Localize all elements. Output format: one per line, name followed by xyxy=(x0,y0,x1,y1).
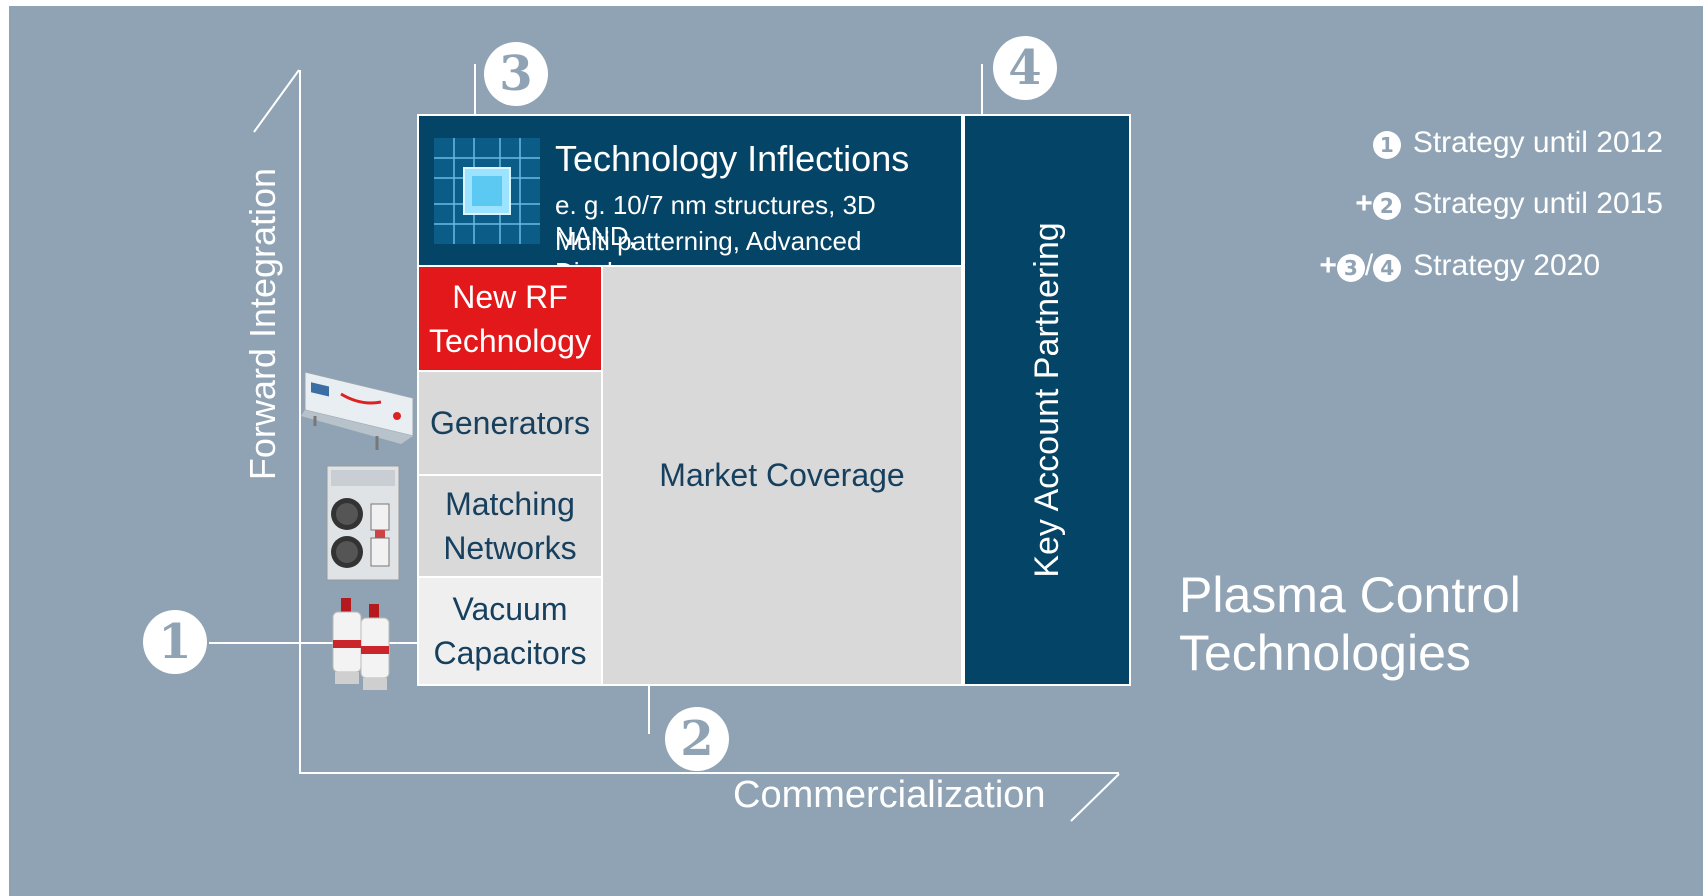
vacuum-capacitors-cell: Vacuum Capacitors xyxy=(419,578,601,684)
legend-badge-2: 2 xyxy=(1372,192,1401,220)
axis-arrow-heads xyxy=(253,69,1120,822)
legend-row-1: 1 Strategy until 2012 xyxy=(1372,126,1663,160)
marker-3: 3 xyxy=(484,42,548,106)
matching-line1: Matching xyxy=(445,486,575,522)
new-rf-line1: New RF xyxy=(452,278,568,315)
legend-row-2: +2 Strategy until 2015 xyxy=(1355,187,1663,221)
market-coverage-cell: Market Coverage xyxy=(603,267,961,684)
vacuum-capacitor-icon xyxy=(332,598,390,690)
marker-3-connector xyxy=(474,64,476,116)
legend-row3-prefix: + xyxy=(1319,249,1337,282)
marker-2: 2 xyxy=(665,707,729,771)
new-rf-technology-cell: New RF Technology xyxy=(419,267,601,370)
generators-cell: Generators xyxy=(419,372,601,474)
marker-1-connector xyxy=(209,642,417,644)
generator-rack-icon xyxy=(301,371,414,450)
slide-background: Forward Integration Commercialization 3 … xyxy=(9,6,1703,896)
legend-row1-badges: 1 xyxy=(1372,126,1401,160)
technology-inflections-block: Technology Inflections e. g. 10/7 nm str… xyxy=(419,116,961,287)
y-axis-line xyxy=(299,70,301,774)
matching-networks-cell: Matching Networks xyxy=(419,476,601,576)
technology-inflections-title: Technology Inflections xyxy=(555,138,910,179)
x-axis-label: Commercialization xyxy=(733,774,1046,816)
legend-row1-label: Strategy until 2012 xyxy=(1412,126,1663,159)
legend-row-3: +3/4 Strategy 2020 xyxy=(1319,249,1600,283)
legend-badge-4: 4 xyxy=(1373,254,1402,282)
legend-badge-1: 1 xyxy=(1372,131,1401,159)
y-axis-label: Forward Integration xyxy=(242,167,283,481)
legend-row3-badges: +3/4 xyxy=(1319,249,1402,283)
vacuum-line2: Capacitors xyxy=(433,635,587,671)
generators-label: Generators xyxy=(429,404,591,441)
slide-title-line1: Plasma Control xyxy=(1179,567,1521,623)
marker-2-connector xyxy=(648,682,650,734)
matching-network-icon xyxy=(326,465,400,581)
marker-1: 1 xyxy=(143,610,207,674)
market-coverage-label: Market Coverage xyxy=(659,457,905,493)
legend-row2-badges: +2 xyxy=(1355,187,1401,221)
slide-title-line2: Technologies xyxy=(1179,625,1471,681)
new-rf-line2: Technology xyxy=(429,322,591,359)
legend-row3-label: Strategy 2020 xyxy=(1413,249,1600,282)
legend-row2-label: Strategy until 2015 xyxy=(1412,187,1663,220)
key-account-partnering-block: Key Account Partnering xyxy=(965,116,1129,684)
legend-row2-prefix: + xyxy=(1355,187,1373,220)
slide-title: Plasma Control Technologies xyxy=(1179,566,1521,682)
vacuum-line1: Vacuum xyxy=(452,591,568,627)
legend-badge-3: 3 xyxy=(1336,254,1365,282)
matching-line2: Networks xyxy=(443,530,577,566)
marker-4: 4 xyxy=(993,36,1057,100)
legend-row3-sep: / xyxy=(1364,249,1374,282)
chip-icon xyxy=(434,138,540,244)
key-account-partnering-label: Key Account Partnering xyxy=(1027,222,1066,578)
technology-inflections-line1: e. g. 10/7 nm structures, 3D NAND, xyxy=(555,190,876,251)
marker-4-connector xyxy=(981,64,983,116)
x-axis-line xyxy=(299,772,1119,774)
